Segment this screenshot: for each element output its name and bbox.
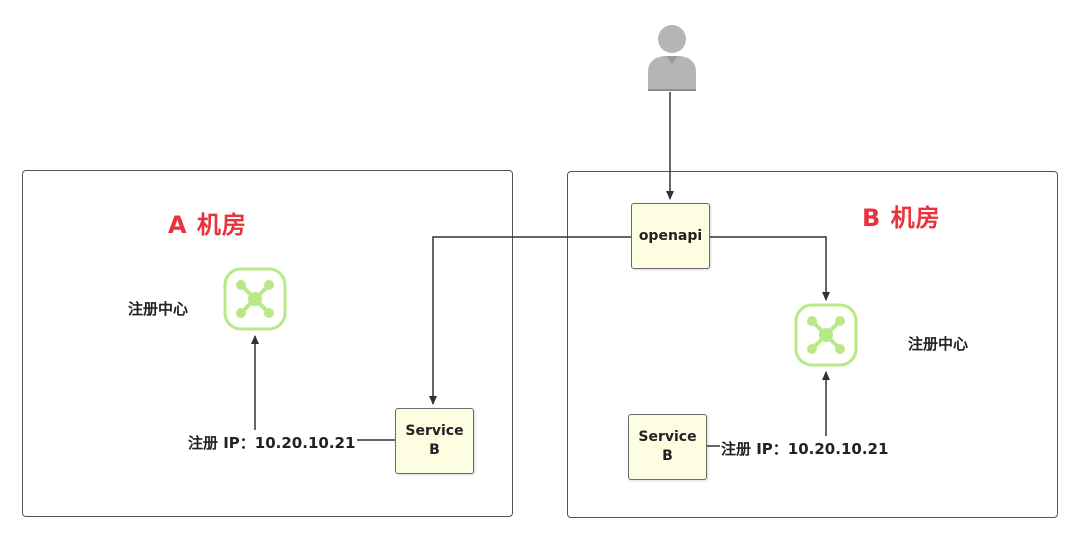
service-b-node-room-a: Service B [395, 408, 474, 474]
registry-label-room-a: 注册中心 [128, 300, 189, 318]
room-a-title: A 机房 [168, 211, 247, 239]
registry-icon-room-b [794, 303, 858, 367]
user-icon [648, 25, 696, 91]
arrow-openapi-to-service-b-a [429, 236, 631, 405]
service-b-label-room-a: Service B [405, 423, 464, 458]
service-b-label-room-b: Service B [638, 429, 697, 464]
openapi-label: openapi [638, 227, 703, 244]
service-b-node-room-b: Service B [628, 414, 707, 480]
register-ip-label-room-b: 注册 IP：10.20.10.21 [721, 440, 889, 458]
register-ip-label-room-a: 注册 IP：10.20.10.21 [188, 434, 356, 452]
openapi-node: openapi [631, 203, 710, 269]
room-b-title: B 机房 [862, 204, 941, 232]
arrow-openapi-to-registry-b [710, 236, 830, 301]
registry-label-room-b: 注册中心 [908, 335, 969, 353]
registry-icon-room-a [223, 267, 287, 331]
